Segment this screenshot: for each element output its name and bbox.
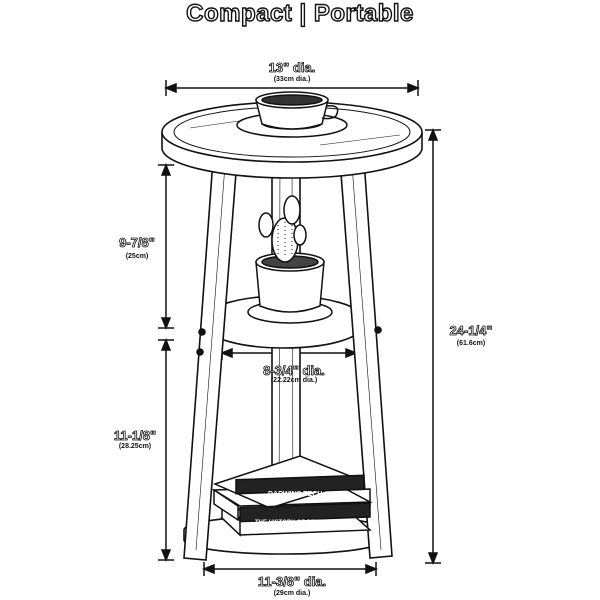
top-diameter-label: 13" dia. [268, 60, 316, 76]
total-height-metric: (61.6cm) [456, 340, 486, 347]
upper-height-label: 9-7/8" [119, 235, 156, 251]
lower-height-metric: (28.25cm) [118, 443, 152, 450]
dimension-lines [158, 80, 441, 576]
page-title: Compact | Portable [185, 0, 414, 28]
top-diameter-metric: (33cm dia.) [273, 76, 311, 83]
middle-shelf-label: 8-3/4" dia. [263, 363, 326, 379]
book-spine-bottom: THE HISTORY OF DESIGN [255, 520, 330, 526]
total-height-label: 24-1/4" [449, 323, 493, 339]
middle-shelf-metric: (22.22cm dia.) [270, 377, 318, 384]
book-stack: DARWINS TECH THE HISTORY OF DESIGN [211, 455, 373, 537]
upper-height-metric: (25cm) [125, 253, 149, 260]
bottom-diameter-label: 11-3/8" dia. [257, 574, 327, 590]
coffee-cup [236, 91, 348, 138]
book-spine-top: DARWINS TECH [268, 491, 322, 498]
potted-cactus [247, 195, 333, 324]
bottom-diameter-metric: (29cm dia.) [273, 590, 311, 597]
lower-height-label: 11-1/8" [113, 428, 157, 444]
